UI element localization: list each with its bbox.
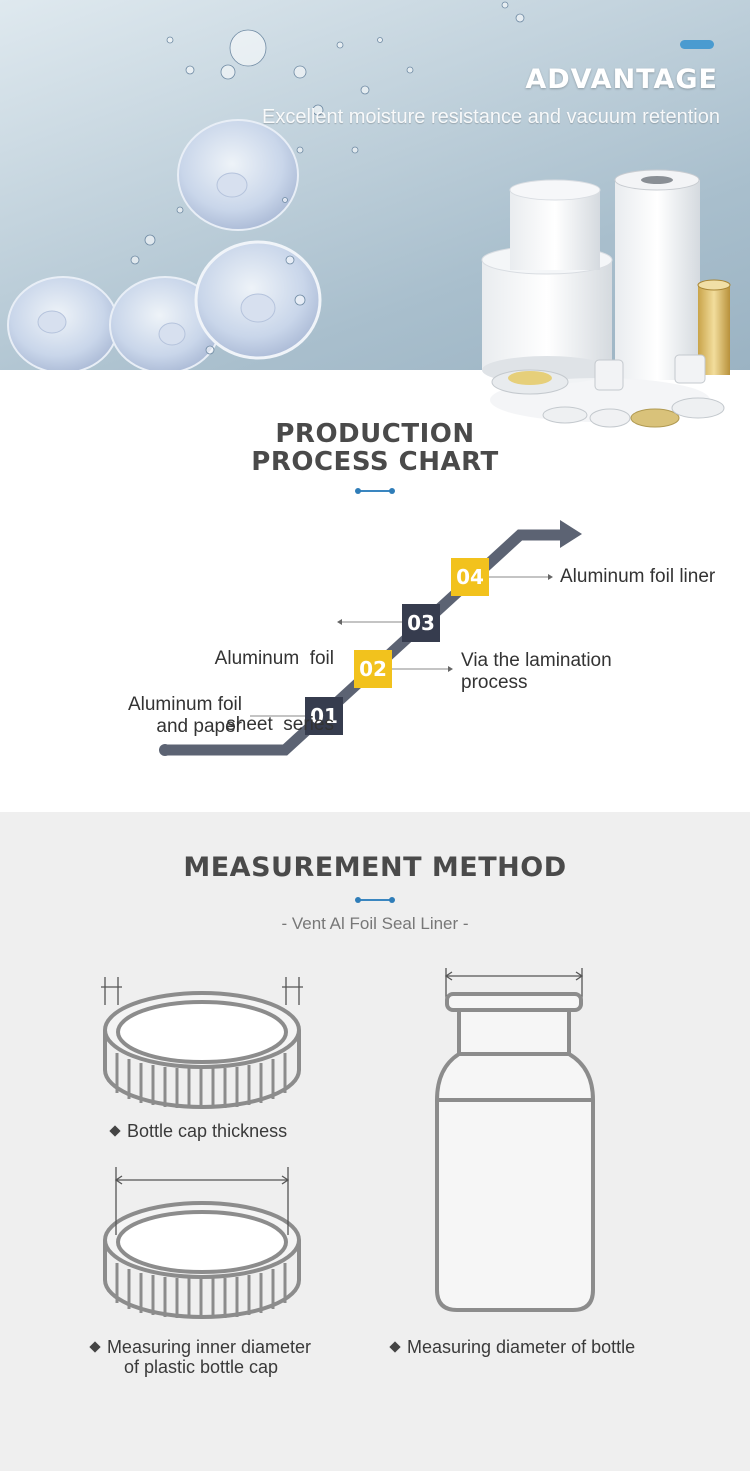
diamond-bullet-icon bbox=[89, 1341, 101, 1353]
step-03-badge: 03 bbox=[402, 604, 440, 642]
inner-diameter-caption: Measuring inner diameter of plastic bott… bbox=[81, 1337, 321, 1377]
cap-thickness-text: Bottle cap thickness bbox=[127, 1121, 288, 1141]
inner-diameter-text-line1: Measuring inner diameter bbox=[106, 1337, 312, 1357]
measurement-subtitle: - Vent Al Foil Seal Liner - bbox=[281, 914, 469, 933]
hero-title: ADVANTAGE bbox=[525, 64, 718, 95]
measurement-section bbox=[0, 812, 750, 1471]
process-divider bbox=[355, 486, 395, 496]
inner-diameter-text-line2: of plastic bottle cap bbox=[123, 1357, 279, 1377]
step-01-label: Aluminum foil and paper bbox=[112, 694, 242, 738]
process-chart-title: PRODUCTION PROCESS CHART bbox=[0, 420, 750, 476]
step-02-label: Via the lamination process bbox=[461, 650, 612, 694]
measurement-divider bbox=[355, 895, 395, 905]
bottle-diameter-icon bbox=[435, 968, 595, 1312]
step-02-label-line1: Via the lamination bbox=[461, 650, 612, 671]
measurement-title: MEASUREMENT METHOD bbox=[183, 852, 567, 883]
process-title-line2: PROCESS CHART bbox=[251, 447, 499, 477]
process-title-line1: PRODUCTION bbox=[275, 419, 475, 449]
diamond-bullet-icon bbox=[109, 1125, 121, 1137]
step-03-label-line2: sheet series bbox=[226, 714, 334, 735]
step-03-label-line1: Aluminum foil bbox=[214, 648, 334, 669]
process-staircase-arrow bbox=[159, 520, 582, 756]
hero-subtitle: Excellent moisture resistance and vacuum… bbox=[261, 106, 720, 128]
accent-bar bbox=[680, 40, 714, 49]
bottle-diameter-text: Measuring diameter of bottle bbox=[407, 1337, 636, 1357]
foil-rolls-product-photo bbox=[481, 169, 731, 428]
step-04-label: Aluminum foil liner bbox=[560, 566, 716, 587]
step-01-label-line1: Aluminum foil bbox=[127, 694, 242, 715]
step-04-badge: 04 bbox=[451, 558, 489, 596]
bottle-diameter-caption: Measuring diameter of bottle bbox=[389, 1337, 636, 1357]
step-03-label: Aluminum foil sheet series bbox=[190, 604, 334, 758]
foil-liner-discs-illustration bbox=[7, 1, 525, 370]
step-02-badge: 02 bbox=[354, 650, 392, 688]
step-01-badge: 01 bbox=[305, 697, 343, 735]
step-02-label-line2: process bbox=[461, 672, 528, 693]
cap-thickness-icon bbox=[101, 977, 303, 1109]
cap-thickness-caption: Bottle cap thickness bbox=[109, 1121, 288, 1141]
diamond-bullet-icon bbox=[389, 1341, 401, 1353]
cap-inner-diameter-icon bbox=[103, 1167, 301, 1319]
step-01-label-line2: and paper bbox=[156, 716, 242, 737]
